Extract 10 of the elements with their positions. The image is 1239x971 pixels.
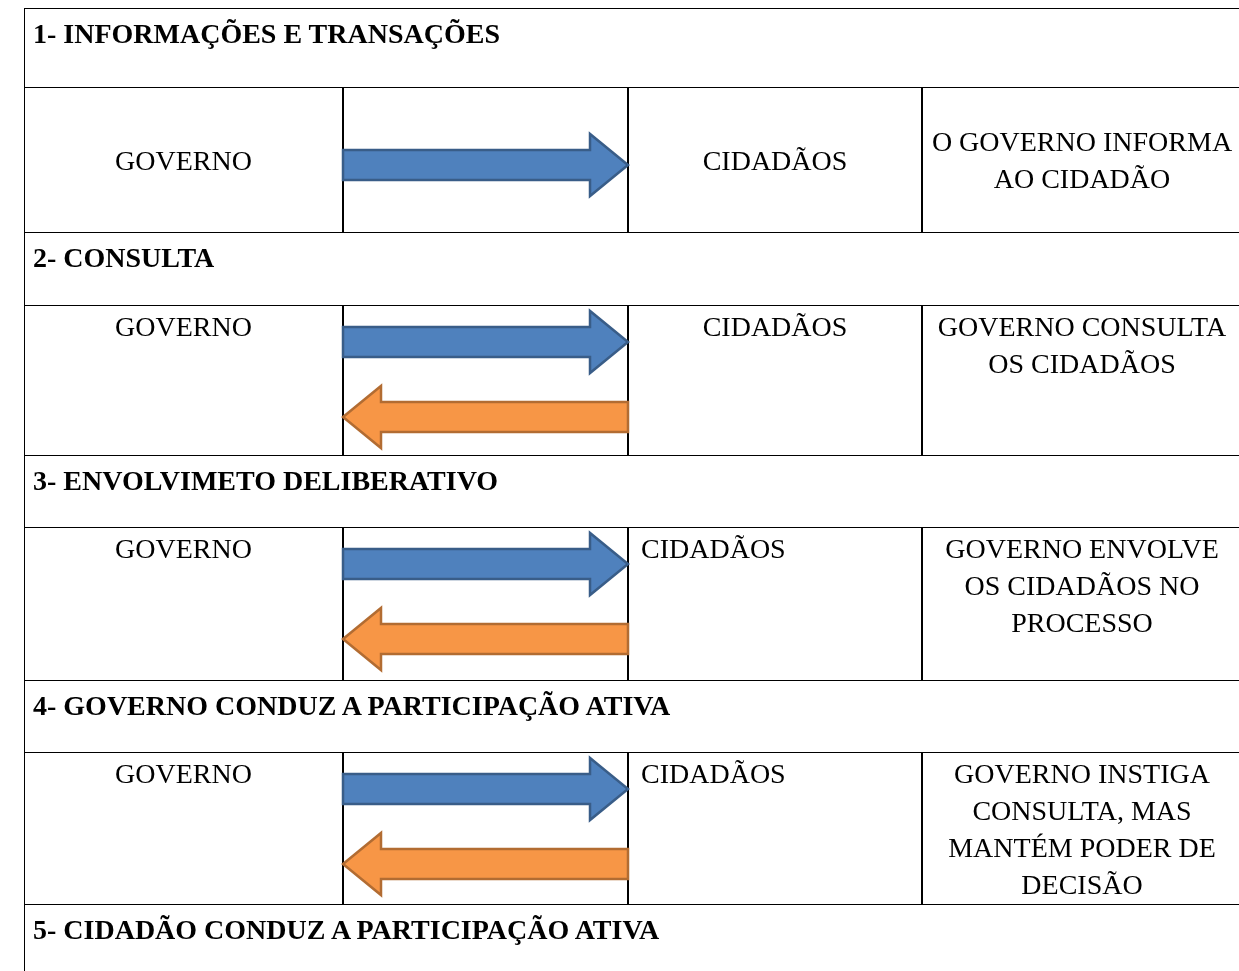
block-arrow — [341, 755, 630, 823]
actor-cell: GOVERNO — [24, 87, 343, 233]
block-arrow — [341, 605, 630, 673]
block-arrow — [341, 830, 630, 898]
block-arrow — [341, 131, 630, 199]
block-arrow — [341, 308, 630, 376]
actor-cell: CIDADÃOS — [628, 87, 922, 233]
block-arrow — [341, 530, 630, 598]
section-heading-cell: 1- INFORMAÇÕES E TRANSAÇÕES — [24, 8, 1239, 88]
block-arrow — [341, 383, 630, 451]
